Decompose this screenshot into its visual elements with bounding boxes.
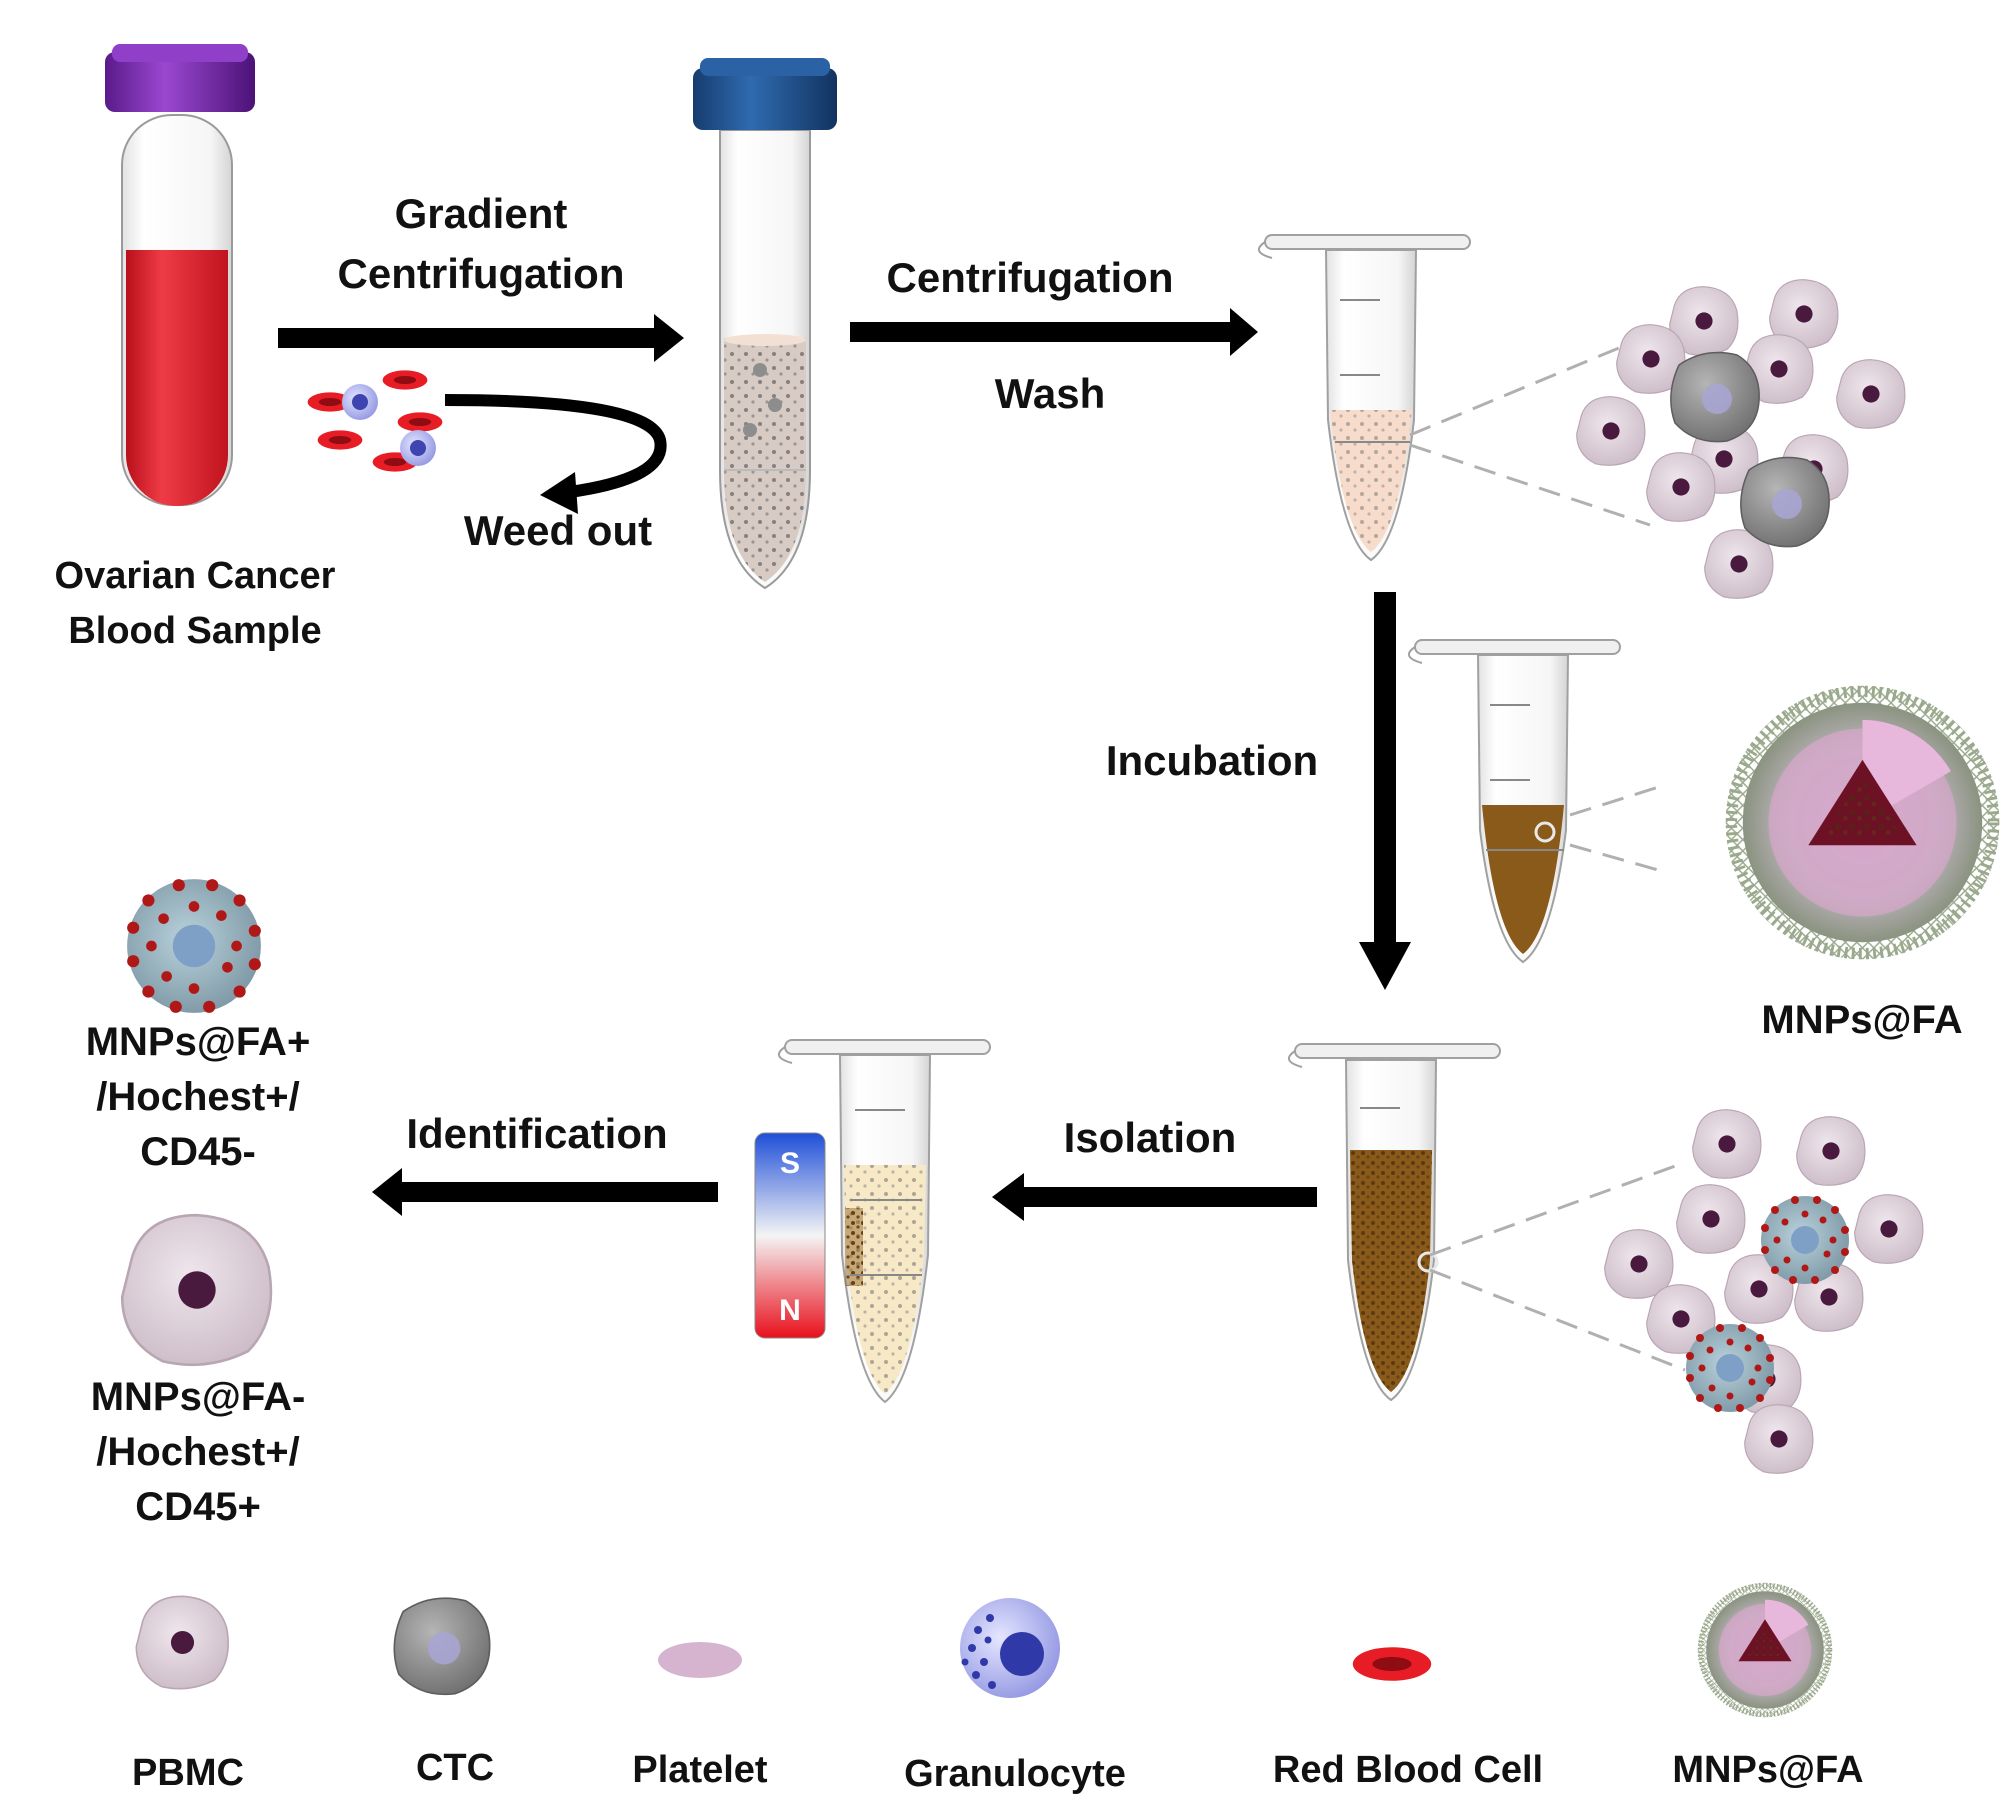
identification-label: Identification bbox=[406, 1110, 667, 1157]
legend-label-pbmc: PBMC bbox=[132, 1752, 244, 1794]
weed-out-arrow bbox=[444, 394, 667, 514]
positive-label-line1: MNPs@FA+ bbox=[86, 1020, 311, 1064]
negative-label-line3: CD45+ bbox=[135, 1485, 261, 1529]
mnps-fa-label: MNPs@FA bbox=[1761, 998, 1962, 1042]
granulocyte-icon bbox=[960, 1598, 1060, 1698]
magnet-north-label: N bbox=[779, 1294, 801, 1327]
incubation-label: Incubation bbox=[1106, 737, 1318, 784]
identification-arrow bbox=[372, 1168, 718, 1216]
negative-label-line1: MNPs@FA- bbox=[91, 1375, 306, 1419]
legend-label-platelet: Platelet bbox=[632, 1749, 768, 1791]
pbmc-cell-icon bbox=[135, 1595, 229, 1690]
sample-label-line1: Ovarian Cancer bbox=[55, 555, 336, 597]
legend-label-red-blood-cell: Red Blood Cell bbox=[1273, 1749, 1543, 1791]
positive-label-line3: CD45- bbox=[140, 1130, 256, 1174]
isolation-arrow bbox=[992, 1173, 1317, 1221]
gradient-tube bbox=[693, 58, 837, 590]
centrifugation-label-1: Centrifugation bbox=[338, 250, 625, 297]
magnet-south-label: S bbox=[780, 1147, 800, 1180]
legend-label-ctc: CTC bbox=[416, 1747, 494, 1789]
isolation-label: Isolation bbox=[1064, 1114, 1237, 1161]
platelet-icon bbox=[658, 1642, 742, 1678]
magnetic-separation-tube bbox=[777, 1039, 991, 1404]
weeded-out-cells bbox=[307, 370, 443, 472]
legend-label-mnps-fa: MNPs@FA bbox=[1672, 1749, 1863, 1791]
incubation-arrow bbox=[1359, 592, 1411, 990]
zoom-lines-2 bbox=[1569, 783, 1666, 874]
labelled-cells-cluster bbox=[1604, 1109, 1924, 1474]
positive-label-line2: /Hochest+/ bbox=[96, 1075, 299, 1119]
labelled-sample-tube bbox=[1287, 1043, 1501, 1402]
incubation-tube bbox=[1407, 639, 1621, 964]
wash-label: Wash bbox=[995, 370, 1105, 417]
washed-cells-cluster bbox=[1576, 279, 1906, 599]
zoom-lines-1 bbox=[1409, 333, 1651, 527]
weed-out-label: Weed out bbox=[464, 507, 652, 554]
sample-label-line2: Blood Sample bbox=[68, 610, 321, 652]
mnps-fa-particle bbox=[1726, 686, 2000, 960]
legend-label-granulocyte: Granulocyte bbox=[904, 1753, 1126, 1795]
magnet bbox=[754, 1132, 826, 1339]
ctc-cell-icon bbox=[393, 1597, 491, 1696]
negative-label-line2: /Hochest+/ bbox=[96, 1430, 299, 1474]
gradient-centrifugation-arrow bbox=[278, 314, 684, 362]
red-blood-cell-icon bbox=[1352, 1647, 1432, 1681]
mnps-fa-icon bbox=[1698, 1583, 1832, 1717]
zoom-lines-3 bbox=[1429, 1163, 1686, 1372]
washed-sample-tube bbox=[1257, 234, 1471, 562]
legend bbox=[135, 1583, 1832, 1717]
centrifugation-wash-arrow bbox=[850, 308, 1258, 356]
gradient-label: Gradient bbox=[395, 190, 568, 237]
captured-ctc-icon bbox=[127, 879, 261, 1013]
centrifugation-label-2: Centrifugation bbox=[887, 254, 1174, 301]
pbmc-identified-icon bbox=[120, 1213, 273, 1367]
blood-sample-tube bbox=[105, 44, 255, 506]
